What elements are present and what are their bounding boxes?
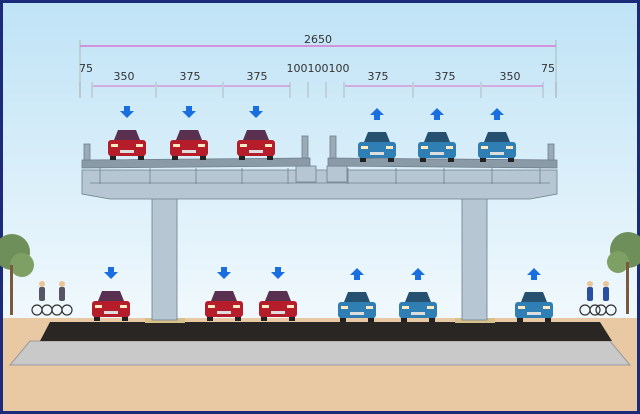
cyclist-icon [579, 281, 601, 316]
road-surface [40, 322, 612, 341]
segment-width-label: 350 [500, 70, 521, 83]
segment-width-label: 350 [114, 70, 135, 83]
left-column [151, 197, 178, 321]
arrow-down-icon [104, 267, 118, 279]
arrow-up-icon [370, 108, 384, 120]
right-column [461, 197, 488, 321]
railing [83, 143, 91, 161]
arrow-down-icon [182, 106, 196, 118]
arrow-up-icon [527, 268, 541, 280]
tree-icon [607, 232, 640, 314]
arrow-down-icon [120, 106, 134, 118]
red-car [205, 291, 243, 321]
segment-width-label: 75 [79, 62, 93, 75]
road-base [8, 340, 632, 366]
railing [301, 135, 309, 159]
column-footing [455, 318, 495, 323]
viaduct-structure [81, 135, 558, 321]
cyclist-icon [31, 281, 53, 316]
red-car [259, 291, 297, 321]
blue-car [515, 292, 553, 322]
segment-width-label: 375 [368, 70, 389, 83]
blue-car [418, 132, 456, 162]
railing [329, 135, 337, 159]
arrow-up-icon [490, 108, 504, 120]
red-car [237, 130, 275, 160]
cyclist-icon [51, 281, 73, 316]
blue-car [358, 132, 396, 162]
arrow-down-icon [249, 106, 263, 118]
red-car [108, 130, 146, 160]
dimension-annotations [79, 40, 557, 98]
red-car [170, 130, 208, 160]
segment-width-label: 375 [180, 70, 201, 83]
red-car [92, 291, 130, 321]
left-deck [81, 157, 311, 169]
tree-icon [0, 234, 34, 315]
total-width-label: 2650 [304, 33, 332, 46]
arrow-down-icon [217, 267, 231, 279]
arrow-up-icon [411, 268, 425, 280]
segment-width-label: 100100100 [287, 62, 350, 75]
railing [547, 143, 555, 161]
cyclist-icon [595, 281, 617, 316]
segment-width-label: 375 [247, 70, 268, 83]
arrow-down-icon [271, 267, 285, 279]
segment-width-label: 375 [435, 70, 456, 83]
column-footing [145, 318, 185, 323]
arrow-up-icon [430, 108, 444, 120]
arrow-up-icon [350, 268, 364, 280]
segment-width-label: 75 [541, 62, 555, 75]
blue-car [338, 292, 376, 322]
cap-beam [81, 169, 558, 200]
blue-car [399, 292, 437, 322]
blue-car [478, 132, 516, 162]
